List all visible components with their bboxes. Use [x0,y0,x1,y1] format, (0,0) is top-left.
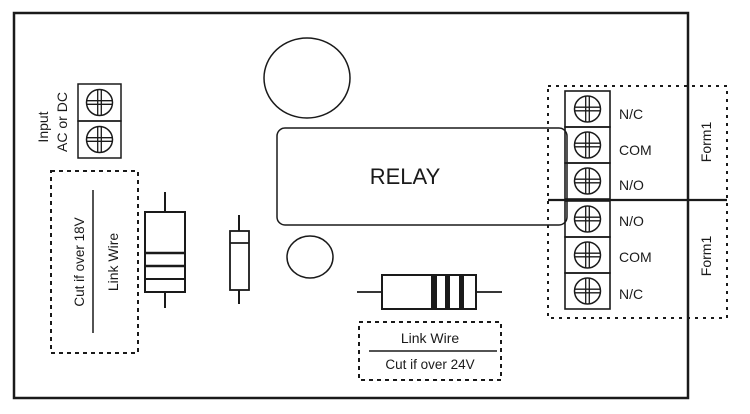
bottom-link-top-text: Link Wire [401,330,460,346]
screw-icon [573,241,602,269]
capacitor-small [286,235,334,279]
screw-icon [573,95,602,123]
output-terminal-area: Form1 Form1 N/C COM N/O N/O COM N/C [547,85,728,319]
screw-icon [85,88,114,117]
input-label-line2: AC or DC [54,92,70,152]
board-outline [12,11,690,400]
left-link-top-text: Cut if over 18V [72,217,87,306]
form1-lower-label: Form1 [698,236,714,277]
terminal-label-lower-nc: N/C [619,286,643,302]
screw-icon [573,131,602,159]
left-link-dashed-outline [50,170,139,354]
screw-icon [573,277,602,305]
form1-upper-label: Form1 [698,122,714,163]
bottom-link-wire-box: Link Wire Cut if over 24V [358,321,502,381]
input-label-line1: Input [35,111,51,142]
screw-icon [573,205,602,233]
output-terminal [564,162,611,200]
bottom-link-dashed-outline [358,321,502,381]
terminal-label-upper-no: N/O [619,177,644,193]
input-terminal-block: Input AC or DC [35,83,122,159]
relay-label: RELAY [370,164,441,189]
resistor-horizontal [357,274,502,310]
left-link-bottom-text: Link Wire [105,233,121,292]
screw-icon [85,125,114,154]
screw-icon [573,167,602,195]
output-dashed-outline [547,85,728,319]
relay-body [276,127,568,226]
resistor-vertical [144,192,186,308]
bottom-link-bottom-text: Cut if over 24V [385,357,474,372]
terminal-label-lower-no: N/O [619,213,644,229]
terminal-label-upper-com: COM [619,142,652,158]
terminal-label-upper-nc: N/C [619,106,643,122]
input-terminal-2 [77,120,122,159]
left-link-wire-box: Cut if over 18V Link Wire [50,170,139,354]
relay: RELAY [276,127,568,226]
output-terminal [564,272,611,310]
capacitor-large [263,37,351,119]
diode [229,215,250,304]
terminal-label-lower-com: COM [619,249,652,265]
